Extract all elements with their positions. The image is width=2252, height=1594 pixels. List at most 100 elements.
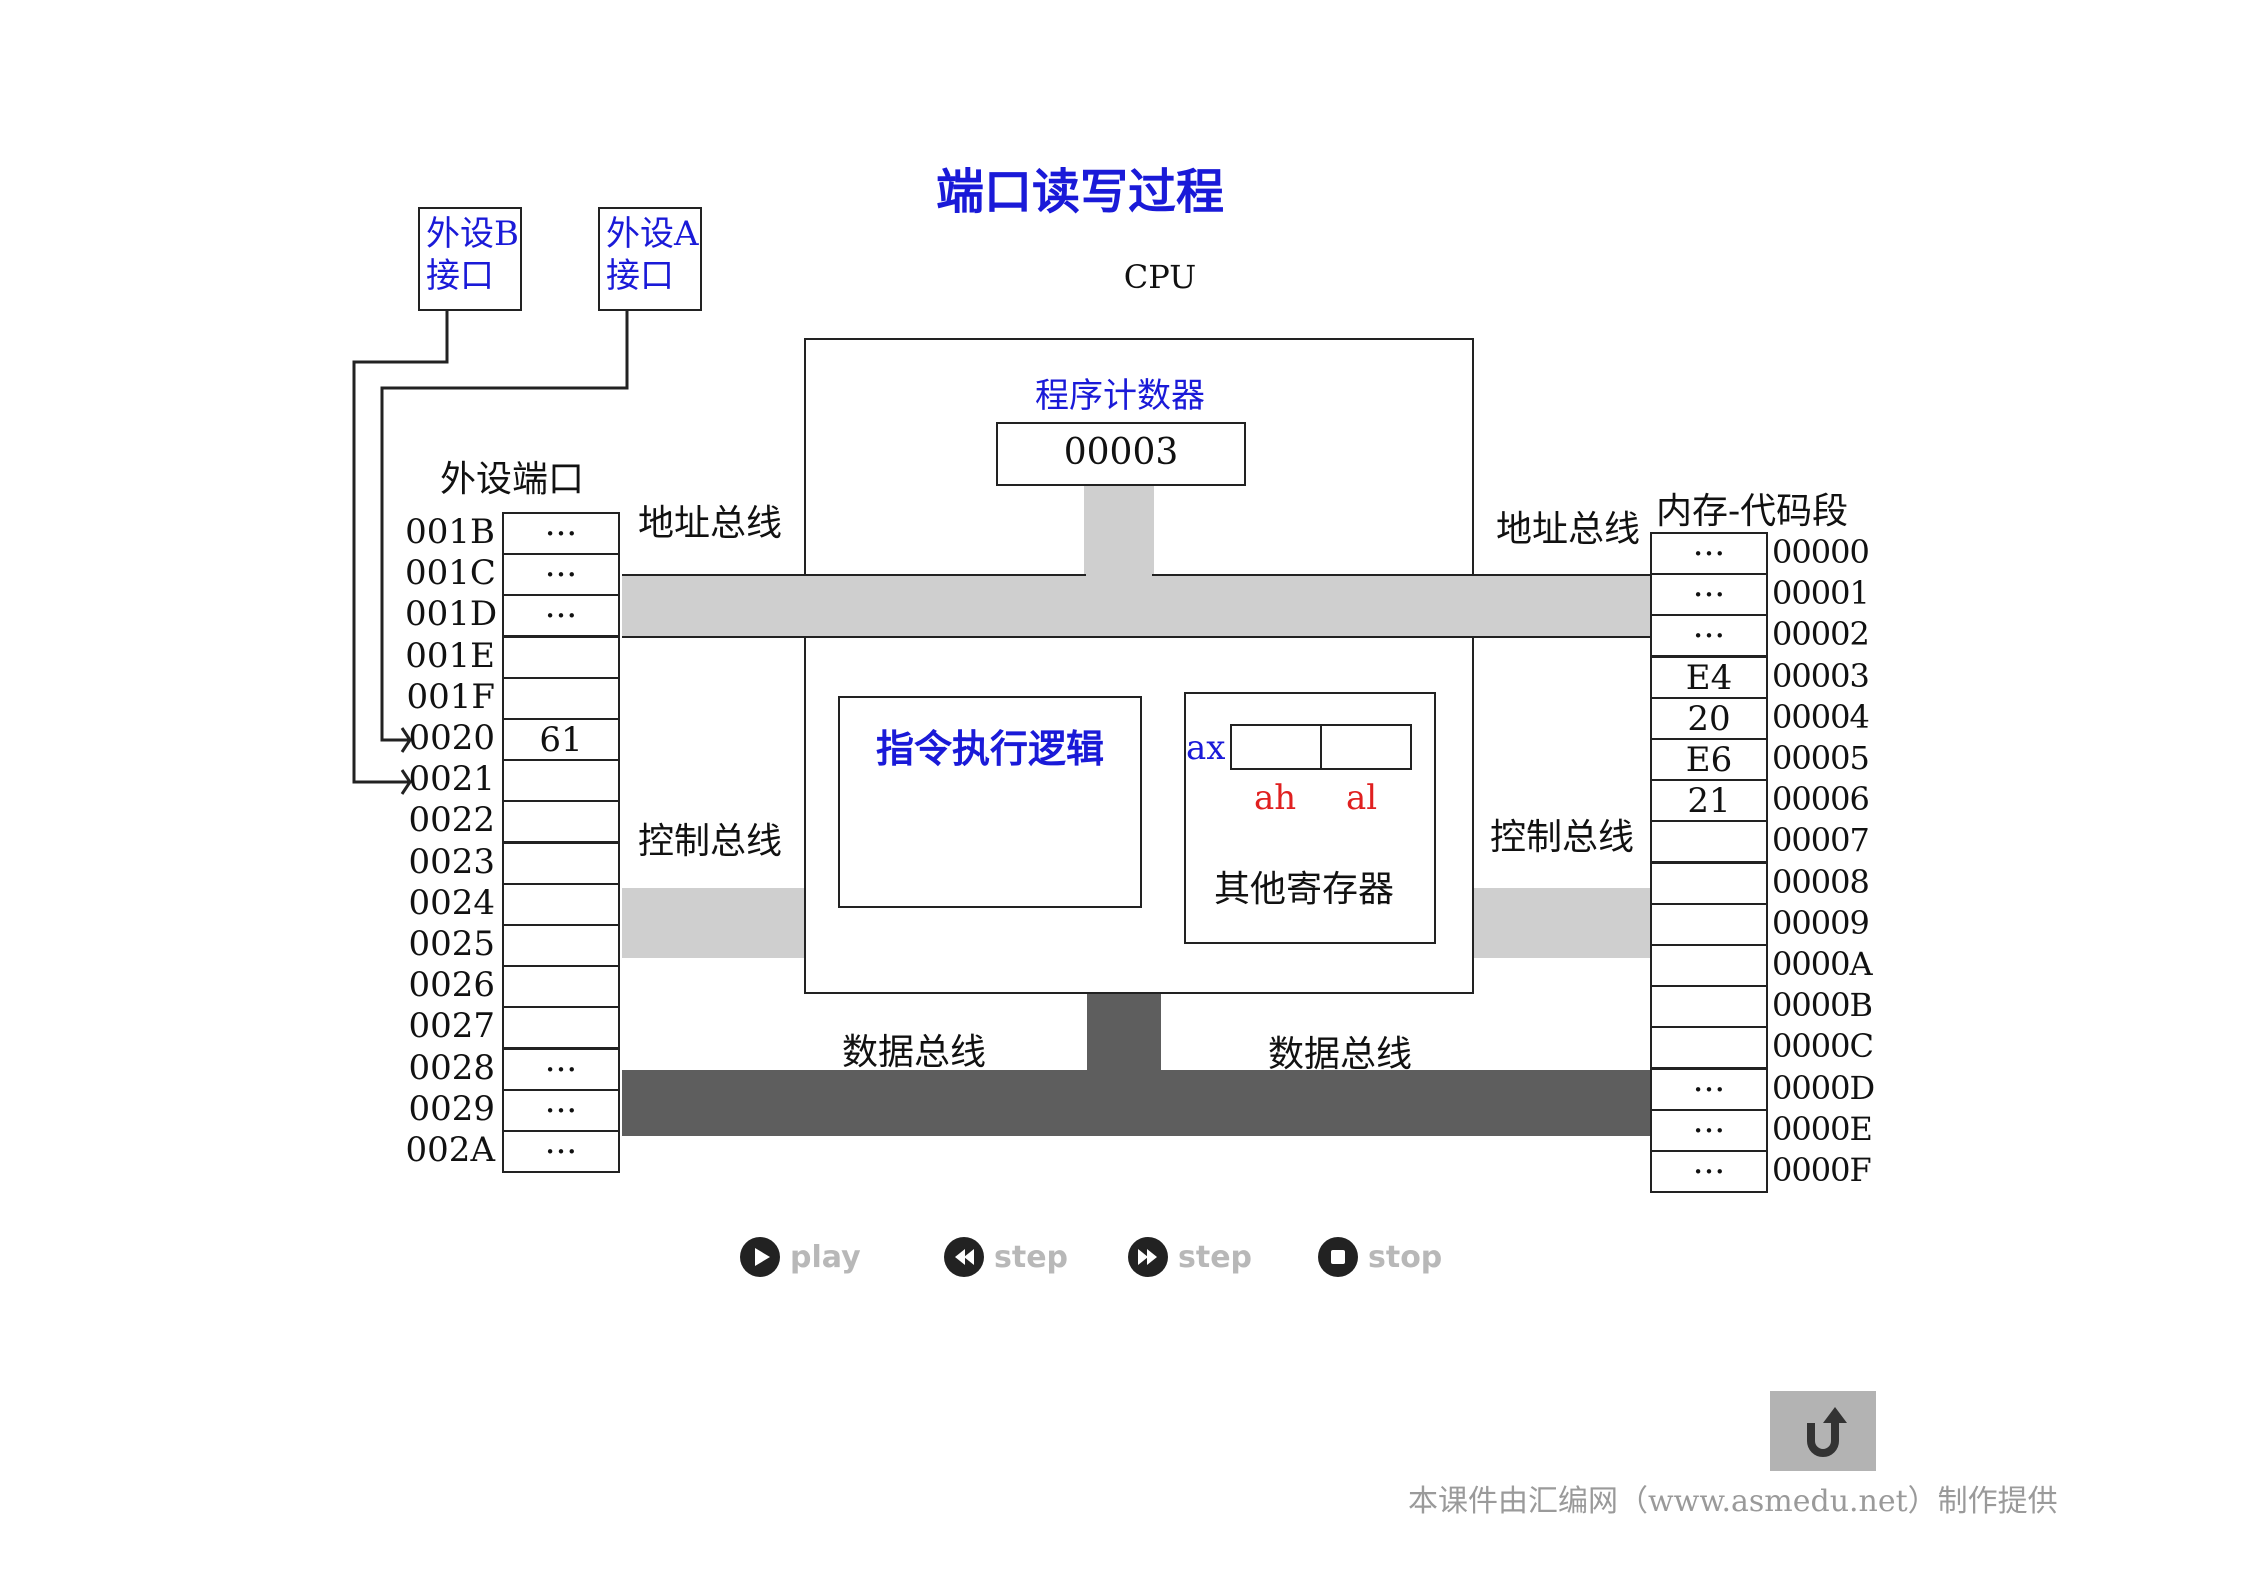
ah-label: ah	[1254, 778, 1297, 818]
device-a-interface: 外设A 接口	[598, 207, 702, 311]
port-cell: ···	[502, 553, 620, 597]
memory-cell: E6	[1650, 738, 1768, 781]
memory-cell: ···	[1650, 614, 1768, 658]
footer-credit: 本课件由汇编网（www.asmedu.net）制作提供	[1408, 1484, 2058, 1519]
memory-section-label: 内存-代码段	[1656, 491, 1849, 532]
control-bus-left-label: 控制总线	[638, 821, 783, 862]
control-bus-right-label: 控制总线	[1490, 817, 1635, 858]
memory-address: 0000D	[1772, 1068, 1875, 1107]
device-b-line1: 外设B	[426, 214, 519, 254]
step-back-button[interactable]: step	[944, 1237, 1068, 1277]
data-bus-right-label: 数据总线	[1268, 1034, 1413, 1075]
return-arrow-icon	[1807, 1407, 1847, 1457]
port-cell	[502, 800, 620, 844]
port-cell: ···	[502, 1088, 620, 1132]
data-bus-left-label: 数据总线	[842, 1032, 987, 1073]
data-bus-stem	[1087, 992, 1161, 1082]
memory-cell	[1650, 944, 1768, 987]
step-back-label: step	[994, 1239, 1069, 1275]
port-address: 0020	[408, 718, 495, 758]
memory-cell: 20	[1650, 696, 1768, 740]
memory-cell: E4	[1650, 655, 1768, 699]
port-address: 002A	[405, 1130, 495, 1170]
port-cell	[502, 965, 620, 1009]
instruction-logic-box: 指令执行逻辑	[838, 696, 1142, 908]
memory-cell: ···	[1650, 1108, 1768, 1152]
ah-register	[1230, 724, 1322, 770]
port-address: 0027	[408, 1006, 495, 1047]
program-counter-label: 程序计数器	[1035, 376, 1205, 416]
port-cell: 61	[502, 718, 620, 761]
port-cell: ···	[502, 512, 620, 555]
port-address: 0021	[408, 759, 495, 800]
memory-cell	[1650, 985, 1768, 1029]
port-address: 0028	[408, 1047, 495, 1088]
memory-cell: ···	[1650, 1067, 1768, 1111]
address-bus-right-label: 地址总线	[1496, 509, 1641, 550]
address-bus-left-label: 地址总线	[638, 503, 783, 544]
device-b-line2: 接口	[426, 256, 494, 296]
memory-cell	[1650, 820, 1768, 864]
step-forward-button[interactable]: step	[1128, 1237, 1252, 1277]
play-button[interactable]: play	[740, 1237, 861, 1277]
port-cell: ···	[502, 1130, 620, 1173]
port-address: 0029	[408, 1088, 495, 1129]
port-cell: ···	[502, 594, 620, 638]
port-address: 0024	[408, 882, 495, 923]
instruction-logic-label: 指令执行逻辑	[875, 726, 1104, 771]
memory-address: 00004	[1772, 697, 1870, 736]
memory-cell: ···	[1650, 573, 1768, 617]
back-button[interactable]	[1770, 1391, 1876, 1471]
memory-address: 00006	[1772, 780, 1870, 819]
port-address: 001C	[405, 553, 496, 594]
port-section-label: 外设端口	[440, 459, 585, 500]
other-registers-label: 其他寄存器	[1214, 869, 1395, 910]
port-cell	[502, 924, 620, 967]
port-address: 001E	[405, 635, 495, 676]
memory-cell: ···	[1650, 532, 1768, 575]
memory-cell	[1650, 1026, 1768, 1070]
port-address: 0022	[408, 800, 495, 841]
memory-cell: ···	[1650, 1150, 1768, 1193]
memory-cell	[1650, 902, 1768, 946]
ax-label: ax	[1186, 728, 1226, 768]
memory-address: 0000B	[1772, 986, 1873, 1025]
memory-address: 00005	[1772, 739, 1870, 777]
port-cell	[502, 635, 620, 679]
device-a-line1: 外设A	[606, 214, 699, 254]
program-counter-value: 00003	[996, 422, 1246, 486]
memory-address: 00009	[1772, 903, 1870, 942]
memory-address: 00003	[1772, 656, 1870, 695]
memory-cell	[1650, 861, 1768, 905]
port-address: 001B	[405, 512, 495, 552]
memory-address: 0000E	[1772, 1109, 1873, 1148]
step-forward-label: step	[1178, 1239, 1253, 1275]
memory-address: 00001	[1772, 574, 1870, 613]
stop-button[interactable]: stop	[1318, 1237, 1442, 1277]
port-cell	[502, 1006, 620, 1050]
device-a-line2: 接口	[606, 256, 674, 296]
port-address: 001D	[405, 594, 498, 635]
address-bus-overlay	[622, 574, 1652, 638]
al-register	[1320, 724, 1412, 770]
port-cell	[502, 882, 620, 926]
device-b-interface: 外设B 接口	[418, 207, 522, 311]
port-cell: ···	[502, 1047, 620, 1091]
port-address: 0023	[408, 841, 495, 882]
memory-address: 00002	[1772, 615, 1870, 654]
memory-cell: 21	[1650, 779, 1768, 823]
port-address: 0025	[408, 924, 495, 964]
cpu-box	[804, 338, 1474, 994]
address-bus-joint	[1086, 574, 1152, 578]
al-label: al	[1346, 778, 1378, 818]
memory-address: 00007	[1772, 821, 1870, 860]
control-bus-left	[622, 888, 806, 958]
memory-address: 0000A	[1772, 945, 1873, 983]
page-title: 端口读写过程	[935, 164, 1224, 220]
address-bus-stem	[1084, 486, 1154, 586]
port-address: 001F	[406, 676, 496, 717]
play-icon	[740, 1237, 780, 1277]
port-cell	[502, 676, 620, 720]
memory-address: 0000C	[1772, 1027, 1874, 1066]
